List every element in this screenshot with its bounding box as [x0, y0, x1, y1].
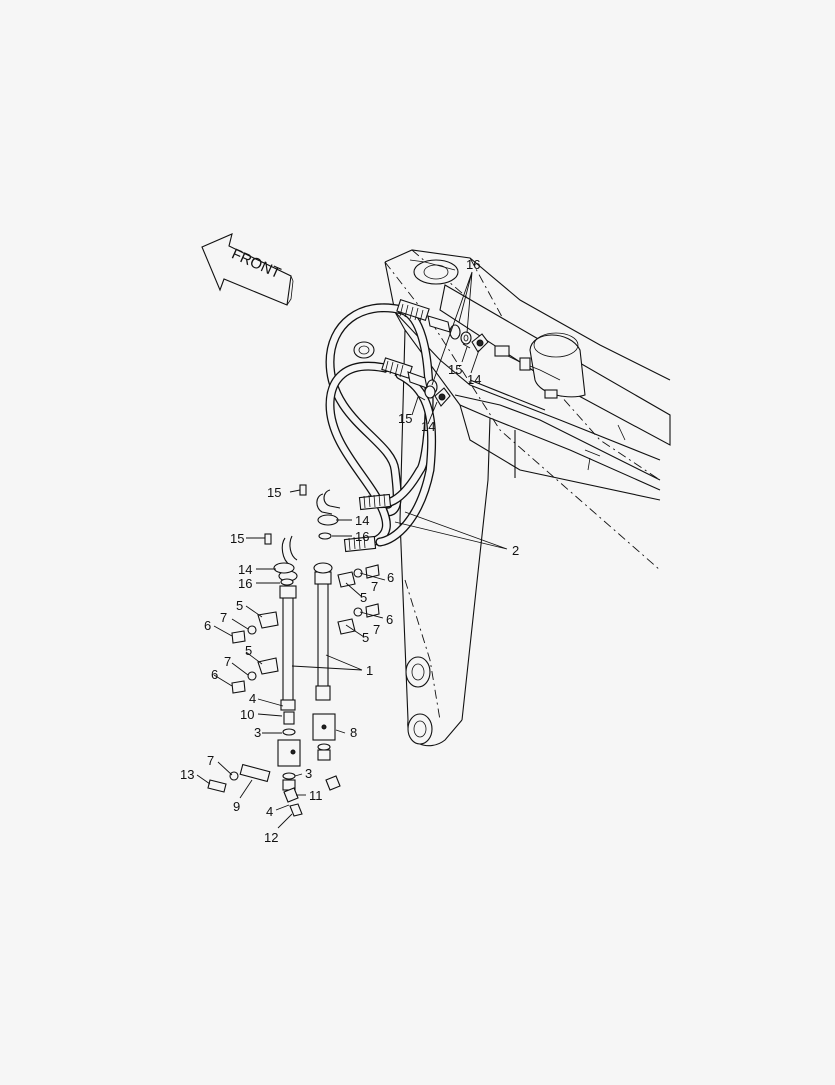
callout-7-bottom: 7 — [207, 753, 214, 768]
callout-4-lower: 4 — [266, 804, 273, 819]
hose-assembly — [325, 298, 461, 553]
callout-15-line1: 15 — [267, 485, 281, 500]
callout-6-lower-left: 6 — [211, 667, 218, 682]
callout-2: 2 — [512, 543, 519, 558]
callout-6-upper-right: 6 — [387, 570, 394, 585]
boom-structure — [353, 249, 671, 747]
callout-14-line2: 14 — [238, 562, 252, 577]
callout-6-lower-right: 6 — [386, 612, 393, 627]
callout-5-lower-right: 5 — [362, 630, 369, 645]
callout-16-line1: 16 — [355, 529, 369, 544]
callout-8: 8 — [350, 725, 357, 740]
callout-5-upper-right: 5 — [360, 590, 367, 605]
callout-16-top: 16 — [466, 257, 480, 272]
callout-12: 12 — [264, 830, 278, 845]
clamps — [231, 484, 380, 694]
callout-14-upper: 14 — [467, 372, 481, 387]
callout-16-line2: 16 — [238, 576, 252, 591]
callout-14-mid: 14 — [421, 419, 435, 434]
callout-6-upper-left: 6 — [204, 618, 211, 633]
callout-13: 13 — [180, 767, 194, 782]
callout-14-line1: 14 — [355, 513, 369, 528]
callout-15-mid: 15 — [398, 411, 412, 426]
callout-15-line2: 15 — [230, 531, 244, 546]
callout-11: 11 — [309, 788, 323, 803]
front-arrow: FRONT — [201, 233, 294, 306]
callout-7-lower-right: 7 — [373, 622, 380, 637]
callout-10: 10 — [240, 707, 254, 722]
callout-9: 9 — [233, 799, 240, 814]
callout-4-upper: 4 — [249, 691, 256, 706]
callout-5-lower-left: 5 — [245, 643, 252, 658]
callout-7-upper-right: 7 — [371, 579, 378, 594]
callout-5-upper-left: 5 — [236, 598, 243, 613]
callout-15-upper: 15 — [448, 362, 462, 377]
upper-flanges — [417, 331, 489, 407]
callouts: 16 15 14 15 14 15 14 16 2 15 14 16 6 7 5… — [180, 257, 519, 845]
callout-3-upper: 3 — [254, 725, 261, 740]
leader-lines — [196, 271, 508, 829]
callout-7-lower-left: 7 — [224, 654, 231, 669]
callout-7-upper-left: 7 — [220, 610, 227, 625]
callout-3-lower: 3 — [305, 766, 312, 781]
callout-1: 1 — [366, 663, 373, 678]
